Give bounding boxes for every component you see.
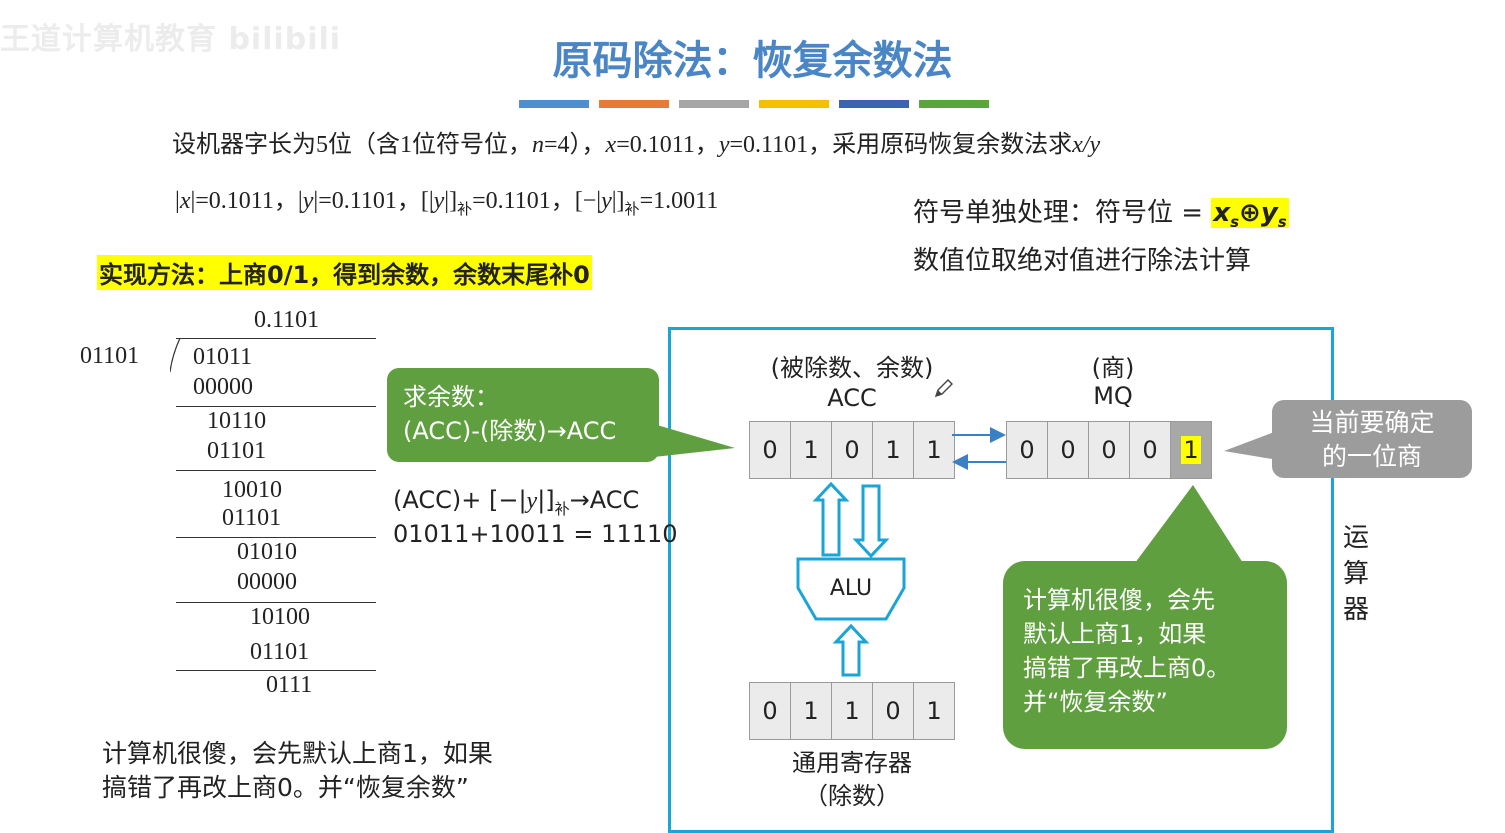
diagram-connectors	[640, 420, 1290, 677]
gpr-register: 0 1 1 0 1	[749, 682, 955, 740]
unit-char: 算	[1342, 559, 1369, 589]
acc-name: ACC	[827, 384, 877, 412]
division-row: 00000	[237, 569, 297, 595]
alu-label: ALU	[829, 576, 873, 601]
problem-statement: 设机器字长为5位（含1位符号位，n=4），x=0.1011，y=0.1101，采…	[172, 132, 1101, 158]
division-rule	[176, 537, 376, 538]
division-bar	[176, 338, 376, 339]
register-cell: 0	[1047, 421, 1089, 479]
division-rule	[176, 470, 376, 471]
division-row: 01101	[222, 505, 282, 531]
note-line: 计算机很傻，会先默认上商1，如果	[102, 739, 493, 768]
callout-line: 默认上商1，如果	[1023, 620, 1207, 648]
division-row: 00000	[193, 374, 253, 400]
register-cell: 1	[790, 421, 832, 479]
register-cell: 1	[913, 421, 955, 479]
color-bar-segment	[759, 100, 829, 108]
register-cell: 1	[872, 421, 914, 479]
division-row: 01011	[193, 344, 253, 370]
division-quotient: 0.1101	[254, 307, 320, 333]
current-quotient-cell: 1	[1170, 421, 1212, 479]
callout-line: 搞错了再改上商0。	[1023, 654, 1231, 682]
division-divisor: 01101	[80, 343, 140, 369]
register-cell: 1	[831, 682, 873, 740]
division-row: 01101	[250, 639, 310, 665]
callout-note: 计算机很傻，会先 默认上商1，如果 搞错了再改上商0。 并“恢复余数”	[1003, 561, 1287, 749]
acc-register: 0 1 0 1 1	[749, 421, 955, 479]
callout-line: 的一位商	[1321, 442, 1422, 471]
register-cell: 1	[913, 682, 955, 740]
register-cell: 0	[1088, 421, 1130, 479]
callout-remainder: 求余数： (ACC)-(除数)→ACC	[387, 368, 659, 462]
division-bracket	[170, 338, 181, 372]
color-bar-segment	[839, 100, 909, 108]
unit-char: 运	[1342, 523, 1369, 553]
add-formula: (ACC)+ [−|y|]补→ACC	[393, 486, 640, 518]
division-row: 01101	[207, 438, 267, 464]
magnitude-rule: 数值位取绝对值进行除法计算	[913, 246, 1252, 276]
gpr-sublabel: （除数）	[804, 782, 900, 810]
acc-label: (被除数、余数)	[770, 354, 934, 382]
mq-register: 0 0 0 0 1	[1006, 421, 1212, 479]
unit-char: 器	[1342, 595, 1369, 625]
color-bar-segment	[919, 100, 989, 108]
callout-line: 求余数：	[403, 383, 499, 411]
callout-current-quotient: 当前要确定 的一位商	[1272, 400, 1472, 478]
gpr-label: 通用寄存器	[792, 749, 912, 777]
division-row: 10010	[222, 477, 282, 503]
color-bar-segment	[599, 100, 669, 108]
division-row: 01010	[237, 539, 297, 565]
callout-line: (ACC)-(除数)→ACC	[403, 417, 617, 445]
division-row: 10100	[250, 604, 310, 630]
watermark-logo: 王道计算机教育 bilibili	[0, 22, 342, 57]
arithmetic-unit-label: 运 算 器	[1340, 520, 1372, 628]
slide-title: 原码除法：恢复余数法	[552, 38, 953, 84]
color-bar-segment	[679, 100, 749, 108]
register-cell: 0	[1006, 421, 1048, 479]
color-bar-segment	[519, 100, 589, 108]
sign-formula: xs⊕ys	[1211, 198, 1289, 232]
absolute-values-line: |x|=0.1011，|y|=0.1101，[|y|]补=0.1101，[−|y…	[175, 188, 719, 218]
pencil-icon	[934, 379, 953, 398]
division-rule	[176, 406, 376, 407]
add-result: 01011+10011 = 11110	[393, 520, 678, 548]
register-cell: 0	[872, 682, 914, 740]
callout-line: 当前要确定	[1309, 408, 1435, 437]
mq-label: (商)	[1091, 354, 1135, 382]
callout-line: 并“恢复余数”	[1023, 688, 1168, 716]
register-cell: 0	[831, 421, 873, 479]
division-remainder: 0111	[266, 672, 313, 698]
division-rule	[176, 602, 376, 603]
register-cell: 0	[749, 682, 791, 740]
division-rule	[176, 670, 376, 671]
callout-line: 计算机很傻，会先	[1023, 586, 1215, 614]
note-line: 搞错了再改上商0。并“恢复余数”	[102, 773, 469, 802]
sign-rule: 符号单独处理：符号位 = xs⊕ys	[913, 198, 1289, 232]
register-cell: 0	[749, 421, 791, 479]
title-color-bar	[519, 100, 989, 108]
mq-name: MQ	[1093, 382, 1133, 410]
method-highlight: 实现方法：上商0/1，得到余数，余数末尾补0	[97, 255, 592, 290]
bottom-note: 计算机很傻，会先默认上商1，如果 搞错了再改上商0。并“恢复余数”	[102, 737, 493, 805]
division-row: 10110	[207, 408, 267, 434]
